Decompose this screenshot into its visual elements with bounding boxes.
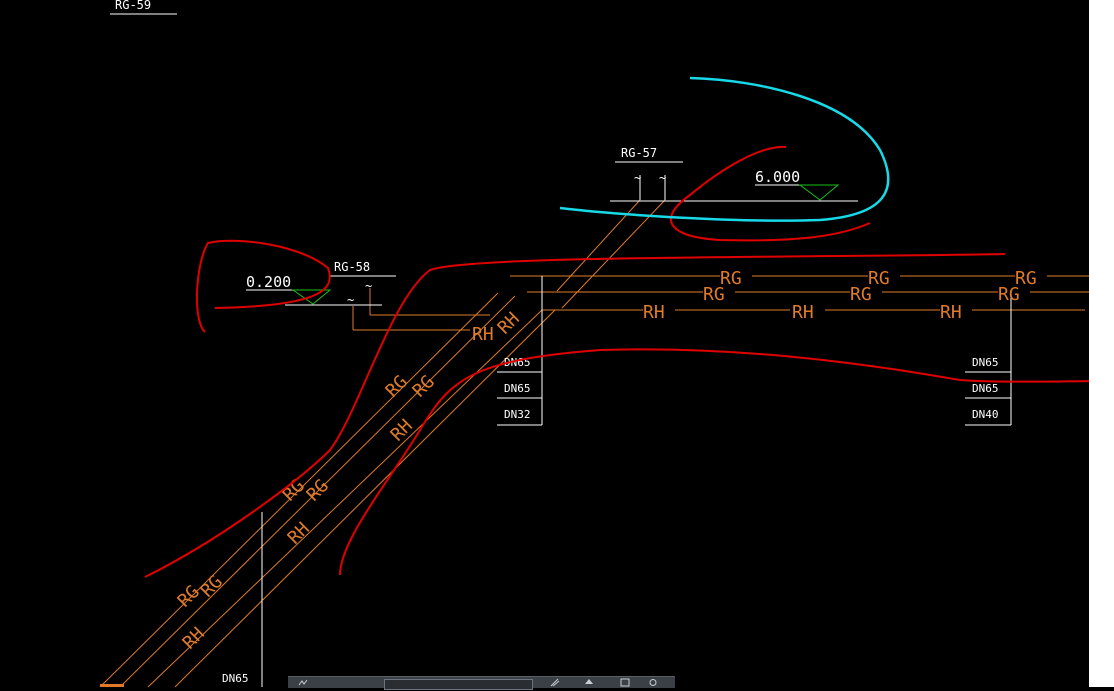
cyan-markup-cloud	[559, 76, 890, 222]
markup-cloud-lower-elevation	[195, 239, 331, 333]
tag-rg59: RG-59	[115, 0, 151, 12]
cad-drawing: ~ ~ ~ ~ RG RG RG RG RG RG RH RH RH RH RH…	[99, 0, 1114, 688]
dim-right-top: DN65	[972, 356, 999, 369]
svg-text:RH: RH	[940, 302, 962, 323]
command-input[interactable]	[384, 679, 533, 690]
arrow-up-icon[interactable]	[584, 678, 594, 687]
elevation-lower: 0.200	[246, 273, 291, 291]
svg-text:RG: RG	[1015, 268, 1037, 289]
svg-text:RG: RG	[850, 284, 872, 305]
dim-left-bot: DN32	[504, 408, 531, 421]
svg-text:~: ~	[365, 279, 372, 293]
markup-cloud-upper	[669, 145, 871, 242]
pipe-diagonal-1	[99, 292, 499, 688]
red-markup	[144, 145, 1114, 578]
selection-grip	[100, 684, 124, 687]
svg-text:RG: RG	[868, 268, 890, 289]
elevation-marker-upper	[798, 184, 840, 201]
pipe-label-rh: RH	[643, 302, 665, 323]
svg-text:RG: RG	[382, 371, 412, 401]
annotation-lines	[110, 13, 1012, 687]
svg-text:RG: RG	[998, 284, 1020, 305]
elevation-markers	[291, 184, 840, 305]
riser-symbols: ~ ~ ~ ~	[347, 171, 666, 307]
svg-text:RH: RH	[179, 623, 209, 653]
settings-icon[interactable]	[648, 678, 658, 687]
svg-text:RH: RH	[472, 324, 494, 345]
markup-line-lower	[339, 348, 1114, 576]
toolbar-icons[interactable]	[550, 678, 560, 687]
elevation-marker-lower	[291, 289, 332, 305]
tag-rg58: RG-58	[334, 260, 370, 274]
dim-bottom-left: DN65	[222, 672, 249, 685]
svg-text:~: ~	[347, 293, 354, 307]
dim-right-mid: DN65	[972, 382, 999, 395]
command-bar[interactable]	[288, 676, 675, 690]
dim-left-mid: DN65	[504, 382, 531, 395]
svg-text:RH: RH	[792, 302, 814, 323]
svg-text:~: ~	[634, 171, 641, 185]
pipe-label-group: RG RG RG RG RG RG RH RH RH RH RH RG RG R…	[174, 268, 1037, 654]
elevation-upper: 6.000	[755, 168, 800, 186]
window-edge	[1089, 0, 1114, 687]
svg-text:~: ~	[659, 171, 666, 185]
window-icon[interactable]	[620, 678, 630, 687]
markup-line-upper	[144, 253, 1006, 578]
svg-text:RG: RG	[703, 284, 725, 305]
dim-right-bot: DN40	[972, 408, 999, 421]
pipe-label-rg: RG	[720, 268, 742, 289]
svg-text:RH: RH	[284, 518, 314, 548]
tag-rg57: RG-57	[621, 146, 657, 160]
pipe-lines	[99, 199, 1089, 688]
command-line-icon[interactable]	[298, 678, 308, 687]
